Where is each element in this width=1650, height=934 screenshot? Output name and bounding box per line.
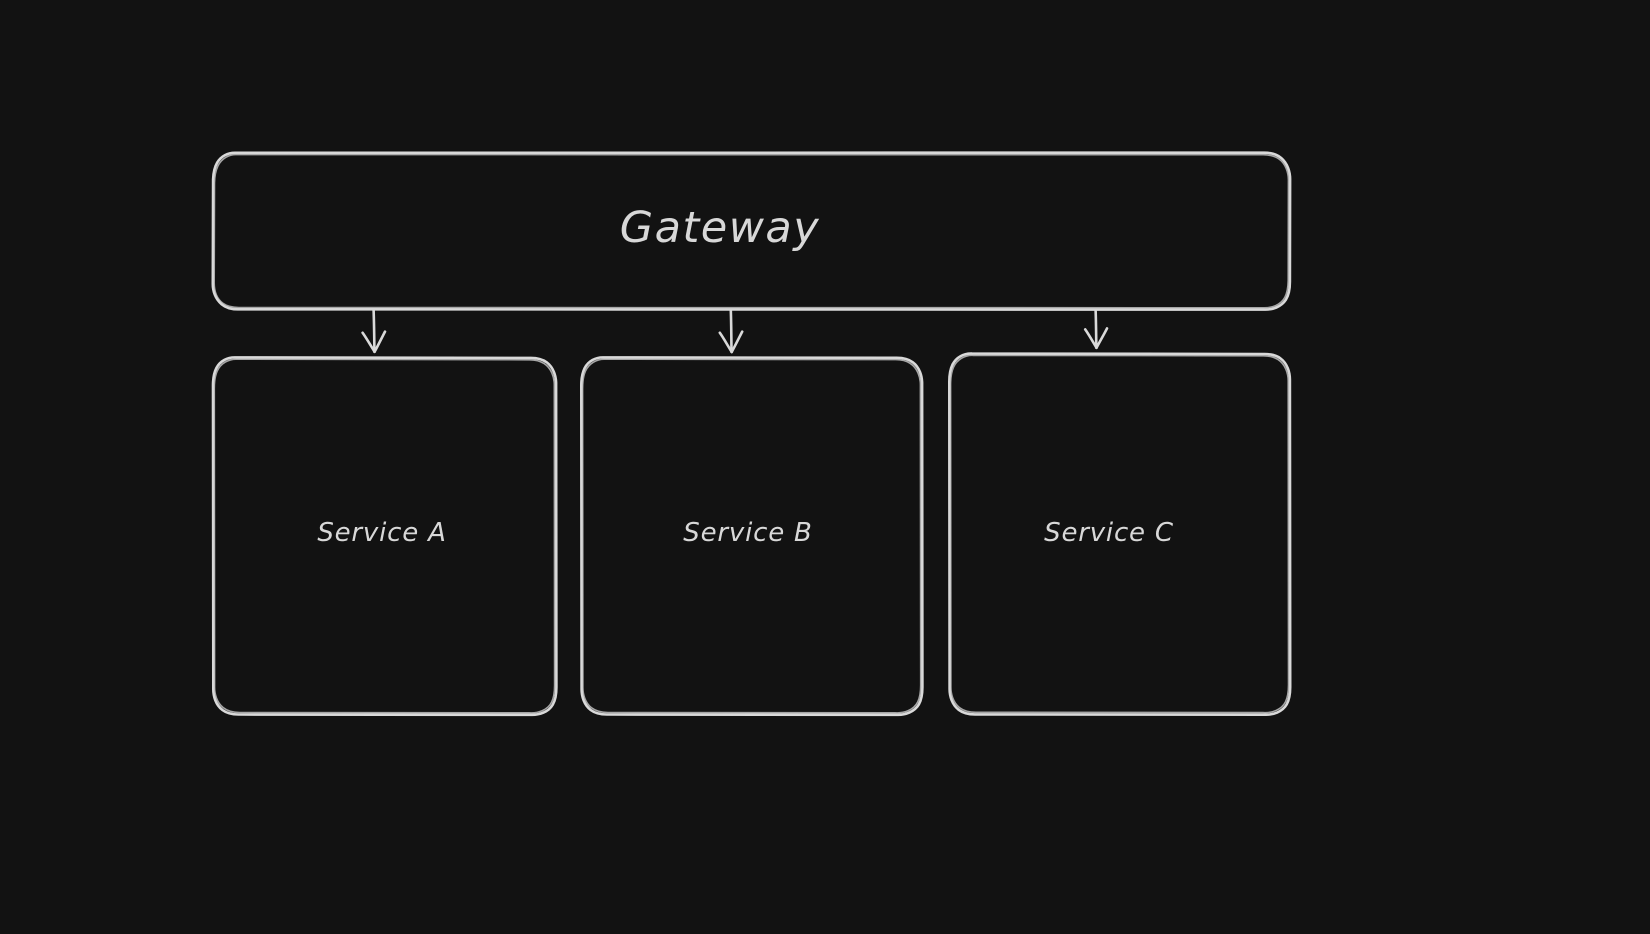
edge-gateway-to-service-c[interactable]: [1083, 308, 1109, 350]
gateway-node-label: Gateway: [619, 203, 821, 253]
service-b-node-label: Service B: [683, 518, 813, 548]
service-a-node-label: Service A: [317, 518, 447, 548]
service-c-node-label: Service C: [1044, 518, 1174, 548]
edge-gateway-to-service-a[interactable]: [361, 308, 387, 354]
edge-gateway-to-service-b[interactable]: [718, 308, 744, 354]
